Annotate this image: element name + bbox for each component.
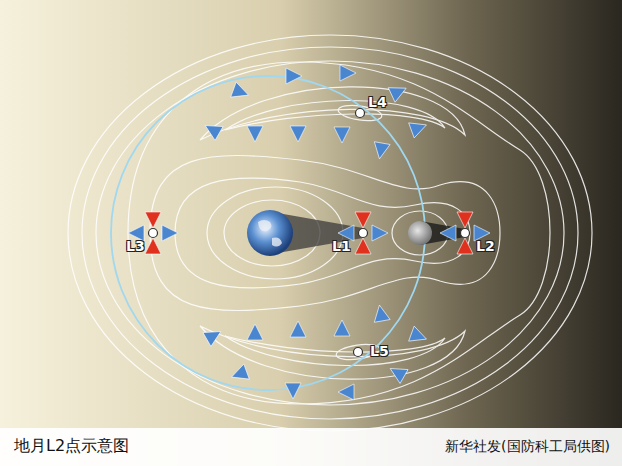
flow-arrow	[388, 81, 409, 102]
point-label: L3	[126, 238, 145, 254]
flow-arrow	[231, 82, 252, 103]
earth	[247, 210, 293, 256]
moon	[408, 221, 432, 245]
point-label: L4	[368, 94, 387, 110]
flow-arrow	[457, 238, 473, 254]
title: 地月L2点示意图	[14, 436, 129, 457]
earth-clouds	[258, 220, 282, 247]
potential-contours	[68, 35, 592, 431]
caption: 新华社发(国防科工局供图)	[445, 438, 610, 456]
flow-arrow	[334, 127, 350, 143]
moon-orbit	[111, 76, 425, 390]
flow-arrow	[409, 326, 430, 347]
flow-arrow	[340, 65, 356, 81]
point-label: L1	[332, 238, 351, 254]
flow-arrow	[286, 68, 302, 84]
flow-arrow	[145, 212, 161, 228]
point-label: L5	[370, 343, 389, 359]
flow-arrow	[285, 383, 301, 399]
lagrange-points	[149, 109, 470, 357]
bottom-band	[0, 428, 622, 466]
flow-arrow	[247, 324, 263, 340]
flow-arrow	[290, 126, 306, 142]
flow-arrow	[457, 212, 473, 228]
flow-arrow	[372, 225, 388, 241]
flow-arrow	[145, 238, 161, 254]
flow-arrow	[162, 225, 178, 241]
flow-arrow	[372, 142, 391, 161]
flow-arrow	[290, 321, 306, 337]
flow-arrow	[409, 117, 430, 138]
flow-arrow	[201, 119, 223, 141]
flow-arrows	[128, 65, 490, 400]
flow-arrow	[338, 384, 354, 400]
flow-arrow	[355, 238, 371, 254]
flow-arrow	[372, 304, 391, 323]
flow-arrow	[247, 126, 263, 142]
flow-arrow	[355, 212, 371, 228]
point-label: L2	[476, 238, 495, 254]
flow-arrow	[203, 325, 225, 347]
flow-arrow	[334, 320, 350, 336]
flow-arrow	[229, 364, 250, 385]
flow-arrow	[386, 362, 408, 384]
flow-arrow	[440, 225, 456, 241]
